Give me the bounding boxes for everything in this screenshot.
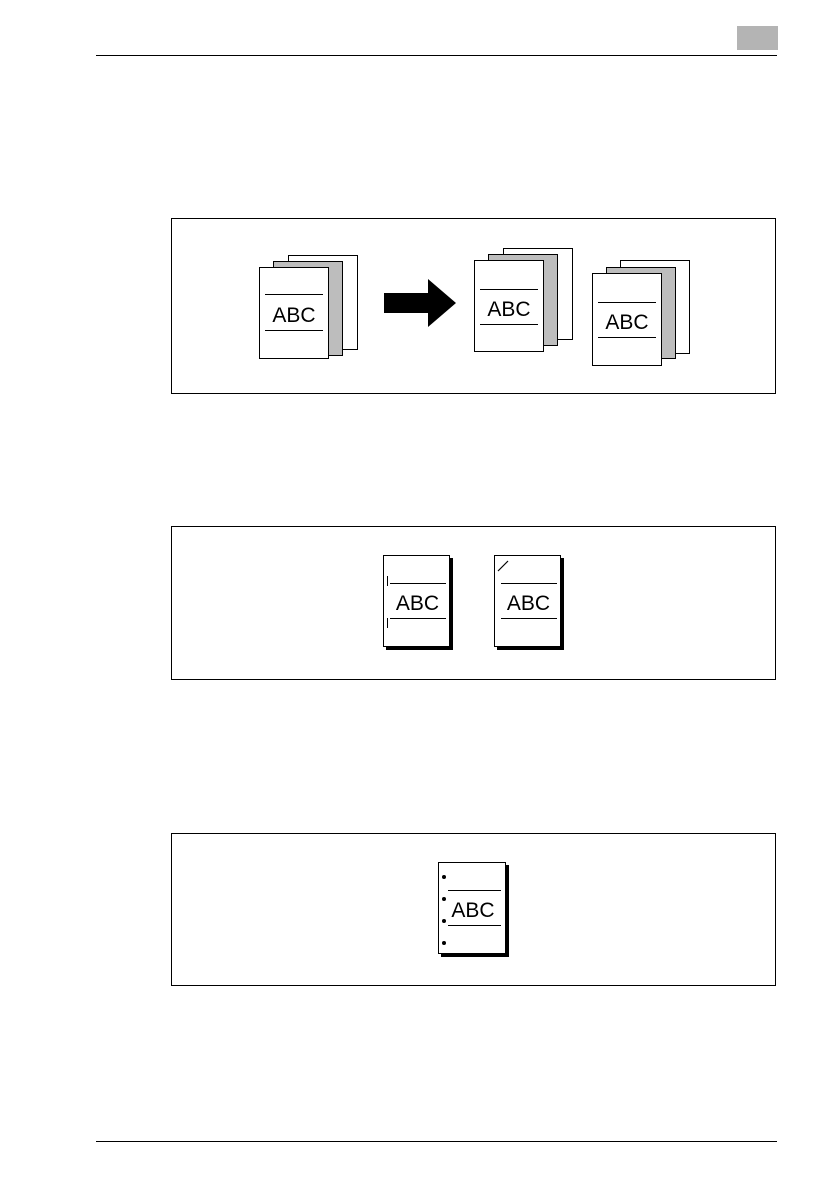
corner-stapled-document: ABC [494,555,561,647]
document-text: ABC [384,593,451,614]
document-line-bottom [390,618,446,619]
source-document: ABC [259,267,329,359]
document-line-top [598,302,656,303]
document-line-top [390,583,446,584]
document-line-top [501,583,557,584]
punch-hole [442,875,446,879]
figure-staple: ABC ABC [171,526,776,680]
document-text: ABC [475,299,543,320]
right-arrow-icon [384,279,456,327]
document-line-bottom [448,925,501,926]
output-document-1: ABC [474,260,544,352]
corner-staple-mark [497,559,511,573]
side-stapled-document: ABC [383,555,450,647]
staple-mark-top [387,576,388,586]
footer-rule [96,1141,777,1142]
document-line-top [480,289,538,290]
figure-hole-punch: ABC [171,833,776,986]
chapter-tab [737,26,778,50]
document-text: ABC [439,900,507,921]
document-line-bottom [598,337,656,338]
document-line-top [265,294,323,295]
document-line-bottom [265,330,323,331]
output-document-2: ABC [592,273,662,366]
punched-document: ABC [438,862,506,954]
document-text: ABC [260,305,328,326]
punch-hole [442,941,446,945]
document-line-bottom [480,324,538,325]
document-text: ABC [495,593,562,614]
figure-sort-offset: ABC ABC ABC [171,218,776,394]
header-rule [96,55,777,56]
document-line-top [448,890,501,891]
staple-mark-bottom [387,618,388,628]
document-line-bottom [501,618,557,619]
document-text: ABC [593,312,661,333]
